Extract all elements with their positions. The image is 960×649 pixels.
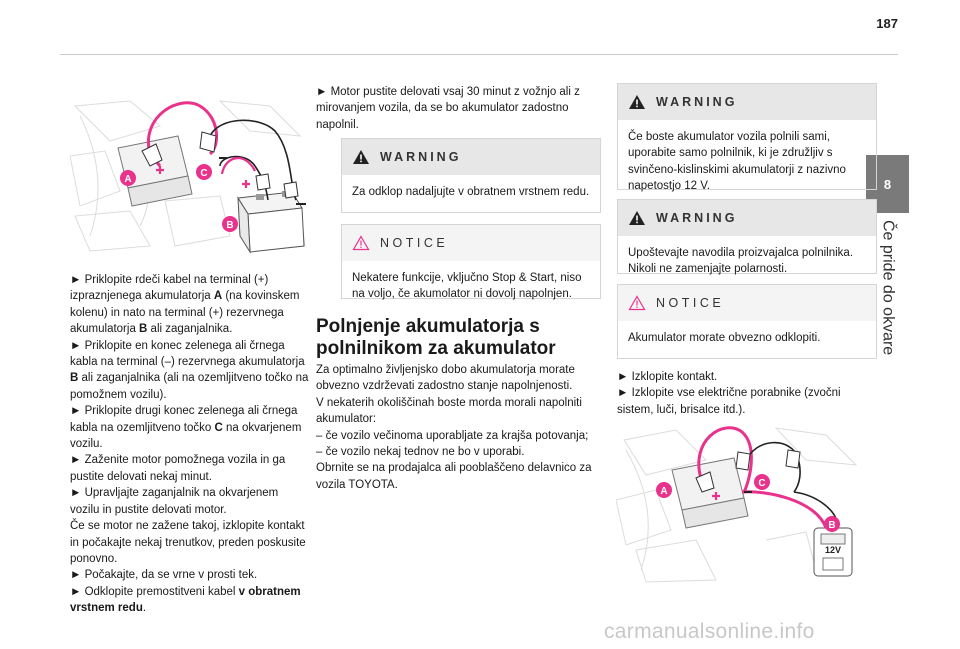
battery-charger: 12V — [813, 527, 853, 577]
notice-box-1: NOTICE Nekatere funkcije, vključno Stop … — [341, 224, 601, 300]
battery-charger-illustration: 12V A C B — [615, 420, 874, 585]
chapter-title: Če pride do okvare — [866, 208, 909, 368]
charging-para-2: V nekaterih okoliščinah boste morda mora… — [316, 396, 582, 426]
retry-note: Če se motor ne zažene takoj, izklopite k… — [70, 520, 306, 565]
step-idle: ► Počakajte, da se vrne v prosti tek. — [70, 569, 258, 582]
right-column-steps: ► Izklopite kontakt. ► Izklopite vse ele… — [617, 369, 875, 418]
warning-text: Upoštevajte navodila proizvajalca polnil… — [628, 247, 854, 276]
label-c: C — [200, 168, 207, 179]
step-disconnect: ► Odklopite premostitveni kabel v obratn… — [70, 585, 301, 615]
label-a: A — [660, 486, 667, 497]
warning-icon — [629, 211, 645, 225]
middle-column: Za optimalno življenjsko dobo akumulator… — [316, 362, 598, 493]
warning-icon — [629, 95, 645, 109]
step-start-disabled: ► Upravljajte zaganjalnik na okvarjenem … — [70, 487, 279, 516]
jumper-clamps — [141, 131, 299, 199]
step-start-helper: ► Zaženite motor pomožnega vozila in ga … — [70, 454, 286, 483]
page-number: 187 — [876, 16, 898, 31]
charging-para-3: Obrnite se na prodajalca ali pooblaščeno… — [316, 462, 592, 491]
notice-title: NOTICE — [656, 296, 725, 310]
step-connect-red: ► Priklopite rdeči kabel na terminal (+)… — [70, 274, 300, 336]
notice-box-2: NOTICE Akumulator morate obvezno odklopi… — [617, 284, 877, 359]
notice-title: NOTICE — [380, 236, 449, 250]
charger-diagram: 12V A C B — [615, 426, 858, 583]
jump-start-diagram: A B C — [69, 100, 306, 254]
chapter-title-text: Če pride do okvare — [879, 220, 897, 356]
watermark: carmanualsonline.info — [604, 620, 815, 643]
label-a: A — [124, 174, 131, 185]
middle-intro: ► Motor pustite delovati vsaj 30 minut z… — [316, 86, 580, 131]
charger-voltage: 12V — [825, 545, 841, 555]
step-connect-ground: ► Priklopite drugi konec zelenega ali čr… — [70, 405, 302, 451]
charging-para-1: Za optimalno življenjsko dobo akumulator… — [316, 364, 575, 393]
notice-icon — [352, 235, 370, 251]
warning-text: Če boste akumulator vozila polnili sami,… — [628, 131, 846, 193]
warning-text: Za odklop nadaljujte v obratnem vrstnem … — [352, 186, 590, 198]
warning-title: WARNING — [656, 95, 738, 109]
jump-start-illustration: A B C — [69, 96, 310, 254]
notice-text: Nekatere funkcije, vključno Stop & Start… — [352, 272, 582, 301]
notice-text: Akumulator morate obvezno odklopiti. — [628, 332, 821, 344]
charging-item-1: – če vozilo večinoma uporabljate za kraj… — [316, 429, 589, 442]
warning-box-3: WARNING Upoštevajte navodila proizvajalc… — [617, 199, 877, 275]
section-title: Polnjenje akumulatorja s polnilnikom za … — [316, 316, 556, 359]
left-column: ► Priklopite rdeči kabel na terminal (+)… — [70, 272, 310, 617]
label-b: B — [828, 520, 835, 531]
step-consumers-off: ► Izklopite vse električne porabnike (zv… — [617, 387, 841, 416]
charging-item-2: – če vozilo nekaj tednov ne bo v uporabi… — [316, 446, 525, 459]
warning-icon — [353, 150, 369, 164]
warning-title: WARNING — [380, 150, 462, 164]
notice-icon — [628, 295, 646, 311]
backup-battery — [237, 191, 305, 254]
step-ignition-off: ► Izklopite kontakt. — [617, 371, 718, 383]
warning-box-2: WARNING Če boste akumulator vozila polni… — [617, 83, 877, 192]
warning-title: WARNING — [656, 211, 738, 225]
chapter-number: 8 — [883, 176, 892, 192]
black-cable — [209, 119, 297, 201]
label-c: C — [758, 478, 765, 489]
label-b: B — [226, 220, 233, 231]
header-divider — [60, 54, 898, 55]
warning-box-1: WARNING Za odklop nadaljujte v obratnem … — [341, 138, 601, 213]
step-connect-negative: ► Priklopite en konec zelenega ali črneg… — [70, 339, 309, 401]
